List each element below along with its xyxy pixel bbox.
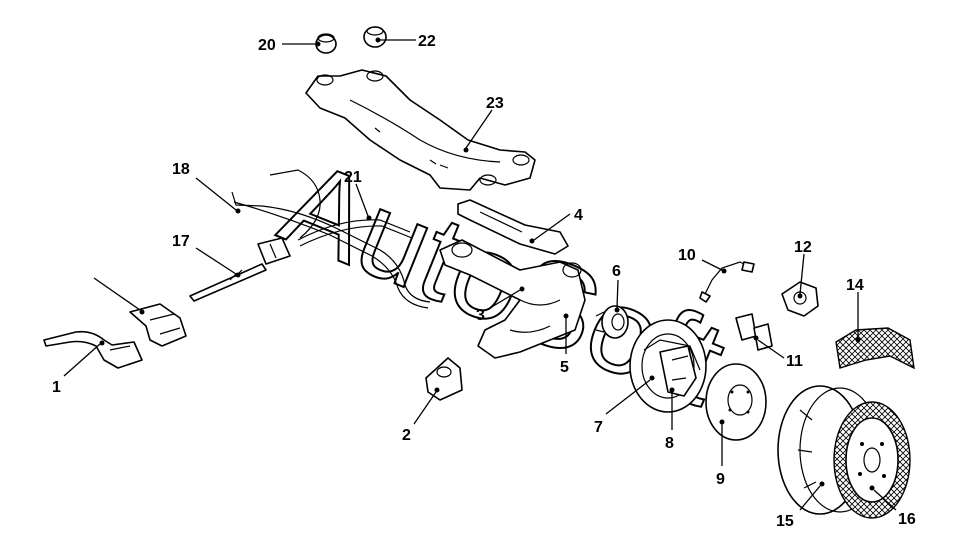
callout-10: 10: [678, 247, 696, 264]
callout-19: 20: [258, 37, 276, 54]
part-1-lever: [43, 330, 143, 369]
callout-9: 9: [716, 471, 725, 488]
part-9-disc: [705, 363, 767, 441]
callout-5: 5: [560, 359, 569, 376]
callout-3: 3: [476, 307, 485, 324]
part-10-brake-hose: [699, 261, 755, 303]
callouts: 20 22 23 18 21 4 17 1 3: [52, 33, 916, 530]
part-bracket-17: [257, 237, 291, 265]
callout-12: 12: [794, 239, 812, 256]
callout-18: 18: [172, 161, 190, 178]
part-6-hub: [595, 305, 629, 339]
callout-1: 1: [52, 379, 61, 396]
part-23-bracket: [129, 303, 187, 347]
callout-17: 17: [172, 233, 190, 250]
part-2-mount: [425, 357, 463, 401]
part-18-cable: [231, 191, 431, 309]
part-12-bearing: [781, 281, 819, 317]
part-20-cable: [269, 169, 413, 247]
callout-20: 21: [344, 169, 362, 186]
callout-14: 14: [846, 277, 864, 294]
part-8-caliper: [659, 345, 697, 397]
callout-22: 23: [486, 95, 504, 112]
part-3-knuckle: [439, 239, 586, 359]
callout-11: 11: [786, 353, 803, 370]
callout-2: 2: [402, 427, 411, 444]
callout-4: 4: [574, 207, 583, 224]
callout-7: 7: [594, 419, 603, 436]
callout-21: 22: [418, 33, 436, 50]
part-11-pads: [735, 313, 773, 351]
part-4-arm: [457, 199, 569, 255]
part-14-tire-section: [835, 327, 915, 370]
part-16-wheel-face: [833, 401, 911, 519]
callout-16: 16: [898, 511, 916, 528]
callout-8: 8: [665, 435, 674, 452]
callout-6: 6: [612, 263, 621, 280]
part-22-subframe: [305, 69, 536, 191]
callout-15: 15: [776, 513, 794, 530]
part-21-bushing: [363, 26, 387, 48]
part-19-bushing: [315, 33, 337, 54]
